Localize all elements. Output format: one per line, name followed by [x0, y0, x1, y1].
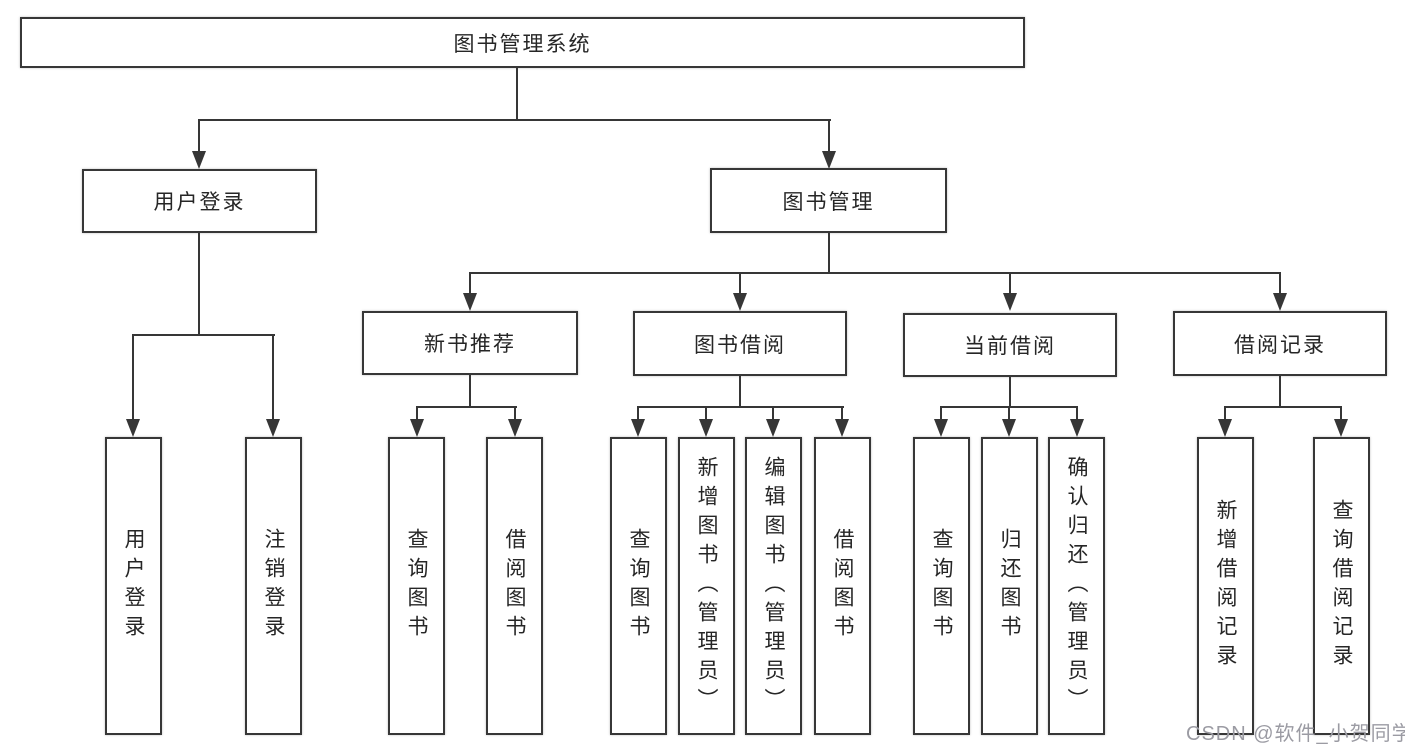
connector-drop-leaf-login: [132, 334, 134, 420]
arrow-query1: [410, 419, 424, 437]
connector-drop-book-borrow: [739, 272, 741, 295]
connector-root-stub: [516, 68, 518, 121]
leaf-add-book-admin: 新增图书（管理员）: [678, 437, 735, 735]
leaf-label: 用户登录: [122, 528, 145, 644]
leaf-query-book-recommend: 查询图书: [388, 437, 445, 735]
node-label: 借阅记录: [1234, 333, 1326, 357]
leaf-borrow-book: 借阅图书: [814, 437, 871, 735]
connector-drop-new-book: [469, 272, 471, 295]
arrow-book-mgmt: [822, 151, 836, 169]
leaf-query-borrow-record: 查询借阅记录: [1313, 437, 1370, 735]
connector-drop-query3: [940, 406, 942, 420]
leaf-return-book: 归还图书: [981, 437, 1038, 735]
connector-newbook-stub: [469, 375, 471, 408]
arrow-current-borrow: [1003, 293, 1017, 311]
arrow-borrow2: [835, 419, 849, 437]
connector-drop-add-book: [705, 406, 707, 420]
connector-drop-borrow2: [841, 406, 843, 420]
connector-drop-leaf-logout: [272, 334, 274, 420]
arrow-query-record: [1334, 419, 1348, 437]
node-label: 图书借阅: [694, 333, 786, 357]
leaf-label: 查询图书: [627, 528, 650, 644]
connector-userlogin-stub: [198, 233, 200, 336]
leaf-label: 查询图书: [930, 528, 953, 644]
leaf-user-login: 用户登录: [105, 437, 162, 735]
node-library-management-system: 图书管理系统: [20, 17, 1025, 68]
node-label: 用户登录: [153, 191, 246, 214]
connector-borrowrecord-stub: [1279, 375, 1281, 408]
connector-userlogin-hline: [132, 334, 275, 336]
csdn-watermark: CSDN @软件_小贺同学: [1186, 723, 1405, 745]
leaf-label: 确认归还（管理员）: [1065, 455, 1088, 717]
connector-drop-confirm-return: [1076, 406, 1078, 420]
leaf-label: 新增图书（管理员）: [695, 455, 718, 717]
connector-drop-return-book: [1008, 406, 1010, 420]
node-user-login: 用户登录: [82, 169, 317, 233]
connector-drop-user-login: [198, 119, 200, 153]
connector-drop-add-record: [1224, 406, 1226, 420]
arrow-book-borrow: [733, 293, 747, 311]
connector-drop-book-mgmt: [828, 119, 830, 153]
leaf-label: 新增借阅记录: [1214, 499, 1237, 673]
node-borrow-record: 借阅记录: [1173, 311, 1387, 376]
arrow-query3: [934, 419, 948, 437]
connector-bookmgmt-hline: [469, 272, 1281, 274]
connector-drop-current-borrow: [1009, 272, 1011, 295]
arrow-confirm-return: [1070, 419, 1084, 437]
node-label: 新书推荐: [424, 333, 516, 356]
leaf-label: 编辑图书（管理员）: [762, 455, 785, 717]
connector-root-hline: [198, 119, 831, 121]
leaf-confirm-return-admin: 确认归还（管理员）: [1048, 437, 1105, 735]
node-label: 图书管理: [782, 190, 875, 214]
connector-currentborrow-stub: [1009, 377, 1011, 408]
arrow-new-book: [463, 293, 477, 311]
leaf-label: 注销登录: [262, 528, 285, 644]
leaf-query-book-borrow: 查询图书: [610, 437, 667, 735]
leaf-label: 借阅图书: [503, 528, 526, 644]
connector-bookmgmt-stub: [828, 233, 830, 274]
leaf-query-book-current: 查询图书: [913, 437, 970, 735]
leaf-label: 归还图书: [998, 528, 1021, 644]
node-label: 图书管理系统: [453, 32, 592, 56]
node-label: 当前借阅: [964, 335, 1056, 358]
arrow-leaf-logout: [266, 419, 280, 437]
leaf-edit-book-admin: 编辑图书（管理员）: [745, 437, 802, 735]
node-book-management: 图书管理: [710, 168, 947, 233]
node-current-borrow: 当前借阅: [903, 313, 1117, 377]
leaf-logout: 注销登录: [245, 437, 302, 735]
arrow-add-record: [1218, 419, 1232, 437]
leaf-add-borrow-record: 新增借阅记录: [1197, 437, 1254, 735]
leaf-borrow-book-recommend: 借阅图书: [486, 437, 543, 735]
connector-drop-query-record: [1340, 406, 1342, 420]
arrow-user-login: [192, 151, 206, 169]
leaf-label: 查询借阅记录: [1330, 499, 1353, 673]
leaf-label: 借阅图书: [831, 528, 854, 644]
connector-drop-borrow1: [514, 406, 516, 420]
arrow-return-book: [1002, 419, 1016, 437]
connector-newbook-hline: [416, 406, 517, 408]
connector-drop-edit-book: [772, 406, 774, 420]
connector-drop-query2: [637, 406, 639, 420]
connector-bookborrow-stub: [739, 376, 741, 408]
leaf-label: 查询图书: [405, 528, 428, 644]
arrow-query2: [631, 419, 645, 437]
arrow-borrow1: [508, 419, 522, 437]
connector-drop-borrow-record: [1279, 272, 1281, 295]
arrow-edit-book: [766, 419, 780, 437]
arrow-leaf-login: [126, 419, 140, 437]
arrow-borrow-record: [1273, 293, 1287, 311]
connector-drop-query1: [416, 406, 418, 420]
connector-borrowrecord-hline: [1224, 406, 1342, 408]
node-new-book-recommend: 新书推荐: [362, 311, 578, 375]
arrow-add-book: [699, 419, 713, 437]
node-book-borrow: 图书借阅: [633, 311, 847, 376]
connector-bookborrow-hline: [637, 406, 844, 408]
